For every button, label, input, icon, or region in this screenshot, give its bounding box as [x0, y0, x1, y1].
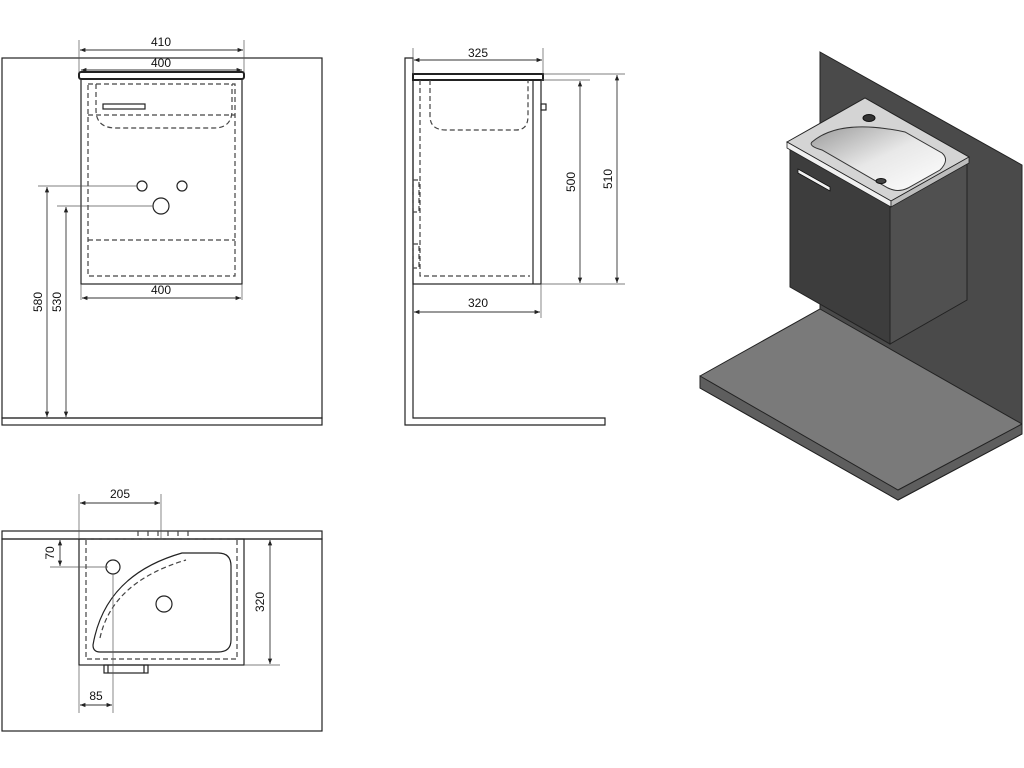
front-drain-hole	[152, 197, 170, 215]
front-handle	[102, 103, 146, 110]
dim-front-height-pipe: 530	[50, 292, 64, 312]
plan-view: 205 70 320 85	[1, 487, 323, 732]
side-countertop	[412, 73, 544, 81]
front-basin-hidden	[95, 84, 233, 129]
front-pipe-hole-left	[136, 180, 148, 192]
side-basin-hidden	[429, 80, 529, 131]
dim-side-depth-top: 325	[468, 46, 488, 60]
plan-outline	[1, 538, 323, 732]
front-countertop	[78, 71, 245, 80]
front-cabinet	[80, 78, 243, 285]
side-wall-profile	[404, 57, 606, 426]
dim-side-depth-bottom: 320	[468, 296, 488, 310]
dim-front-height-top: 580	[31, 292, 45, 312]
plan-handle	[103, 664, 149, 674]
dim-plan-offset-tap: 85	[89, 689, 103, 703]
iso-basin	[810, 126, 946, 191]
iso-handle	[797, 168, 831, 192]
front-wall-outline	[1, 57, 323, 419]
iso-drain	[875, 178, 887, 184]
dim-front-width-basin: 400	[151, 56, 171, 70]
front-pipe-hole-right	[176, 180, 188, 192]
plan-tap-hole	[105, 559, 121, 575]
plan-wall	[1, 530, 323, 540]
dim-side-height-cabinet: 500	[564, 172, 578, 192]
side-cabinet	[412, 79, 542, 285]
iso-tap-hole	[862, 114, 876, 122]
dim-front-width-top: 410	[151, 35, 171, 49]
side-view: 325 320 500 510	[404, 46, 625, 426]
front-cabinet-inner	[87, 83, 236, 277]
isometric-view	[699, 51, 1023, 501]
front-view: 410 400 400 580 530	[1, 35, 323, 426]
plan-basin	[92, 552, 232, 653]
front-floor	[1, 417, 323, 426]
dim-front-width-bottom: 400	[151, 283, 171, 297]
plan-drain-hole	[155, 595, 173, 613]
dim-plan-depth: 320	[253, 592, 267, 612]
plan-wall-slots	[137, 531, 189, 539]
dim-side-height-total: 510	[601, 169, 615, 189]
dim-plan-offset-front: 70	[43, 546, 57, 560]
dim-plan-offset-center: 205	[110, 487, 130, 501]
